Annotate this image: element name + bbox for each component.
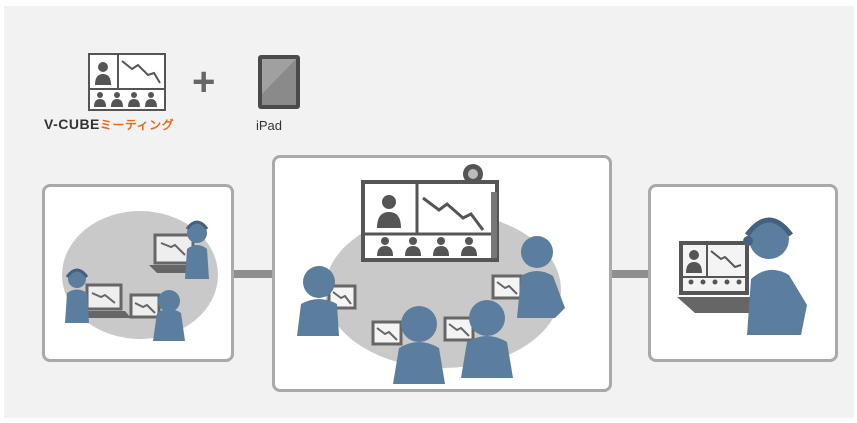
person-icon xyxy=(461,300,513,378)
person-icon xyxy=(185,223,209,279)
conference-room-scene xyxy=(297,164,565,384)
laptop-icon xyxy=(677,241,769,313)
ipad-icon xyxy=(258,55,300,109)
camera-icon xyxy=(463,164,483,184)
plus-sign: + xyxy=(192,60,216,104)
meeting-screen-icon xyxy=(88,53,166,111)
remote-user-scene xyxy=(677,217,807,335)
brand-main: V-CUBE xyxy=(44,116,100,132)
ipad-label: iPad xyxy=(256,118,283,133)
headset-icon xyxy=(185,220,209,230)
person-icon xyxy=(393,306,445,384)
person-icon xyxy=(517,236,565,318)
connector-left xyxy=(232,270,274,278)
meeting-screen-icon xyxy=(361,180,499,262)
person-icon xyxy=(65,270,89,323)
small-group-scene xyxy=(62,211,218,341)
brand-label: V-CUBEミーティング xyxy=(44,116,174,133)
laptop-icon xyxy=(129,293,161,319)
person-icon xyxy=(747,219,807,335)
person-icon xyxy=(153,290,185,341)
laptop-icon xyxy=(83,283,131,318)
headset-icon xyxy=(744,217,794,237)
connector-right xyxy=(609,270,651,278)
person-icon xyxy=(297,266,339,336)
headset-icon xyxy=(65,268,89,278)
brand-accent: ミーティング xyxy=(99,118,175,132)
